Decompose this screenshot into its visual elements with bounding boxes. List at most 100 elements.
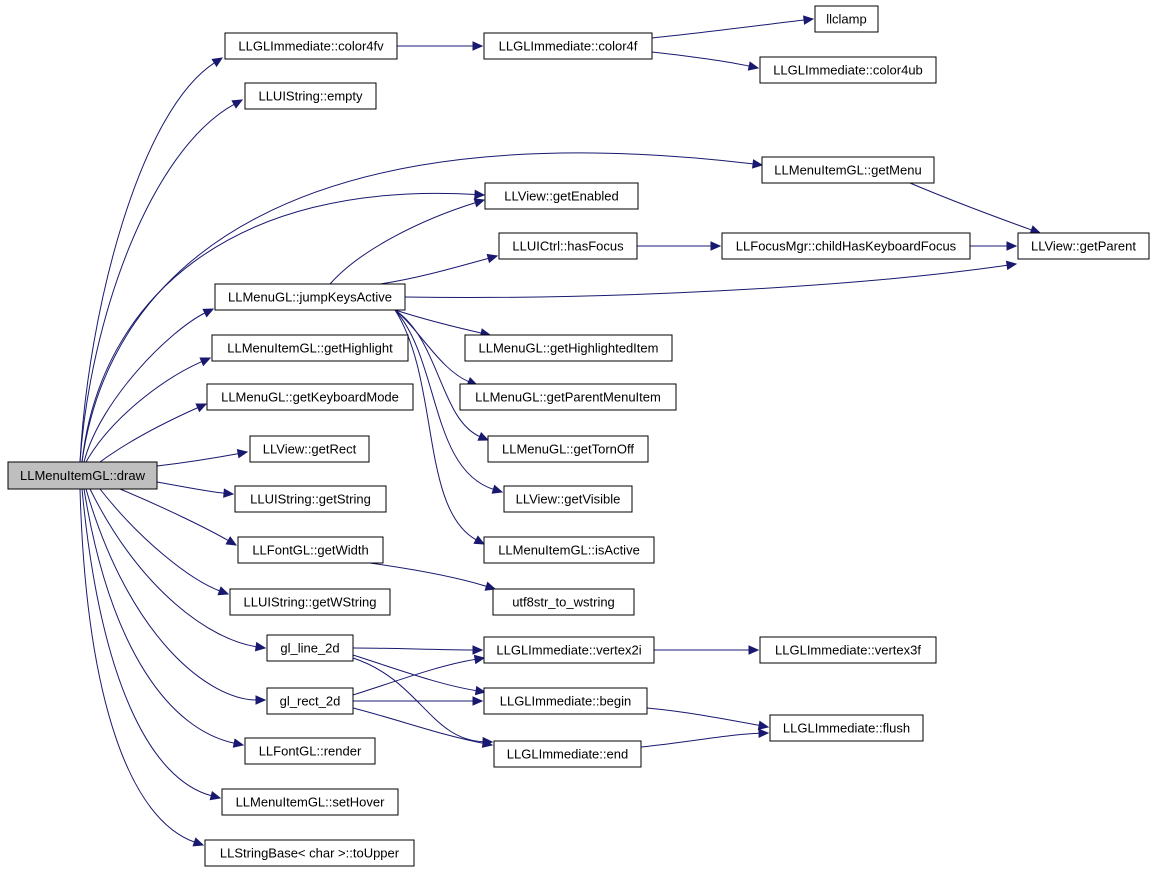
node-getHighlight[interactable]: LLMenuItemGL::getHighlight — [211, 334, 409, 362]
edge-line — [83, 488, 236, 744]
node-box — [211, 334, 409, 362]
node-box — [483, 636, 655, 664]
edge-line — [79, 103, 236, 463]
edge-draw-to-gl_line_2d — [89, 488, 267, 652]
edge-line — [81, 488, 213, 797]
node-box — [759, 636, 937, 664]
node-box — [7, 461, 158, 490]
edge-gl_line_2d-to-begin — [352, 654, 487, 696]
edge-arrowhead — [477, 431, 490, 441]
node-getWidth[interactable]: LLFontGL::getWidth — [237, 536, 384, 564]
node-gl_line_2d[interactable]: gl_line_2d — [266, 634, 354, 662]
node-box — [814, 5, 879, 33]
node-label: LLMenuItemGL::isActive — [498, 542, 640, 557]
edge-arrowhead — [472, 645, 484, 655]
edge-arrowhead — [192, 837, 205, 847]
node-vertex2i[interactable]: LLGLImmediate::vertex2i — [483, 636, 655, 664]
node-empty[interactable]: LLUIString::empty — [244, 82, 377, 110]
node-toUpper[interactable]: LLStringBase< char >::toUpper — [204, 839, 415, 867]
node-render[interactable]: LLFontGL::render — [244, 737, 376, 765]
node-isActive[interactable]: LLMenuItemGL::isActive — [483, 536, 655, 564]
edge-arrowhead — [1006, 241, 1018, 251]
edge-draw-to-getWString — [99, 488, 230, 596]
node-box — [493, 740, 642, 768]
edge-jumpKeysActive-to-isActive — [394, 309, 486, 545]
node-getEnabled[interactable]: LLView::getEnabled — [484, 182, 639, 210]
edge-line — [379, 257, 490, 285]
node-draw: LLMenuItemGL::draw — [7, 461, 158, 490]
node-getMenu[interactable]: LLMenuItemGL::getMenu — [761, 156, 935, 184]
node-label: LLMenuGL::jumpKeysActive — [228, 289, 392, 304]
node-box — [487, 435, 649, 463]
edge-line — [89, 488, 258, 648]
edge-draw-to-color4fv — [79, 57, 224, 463]
edge-jumpKeysActive-to-getParent — [404, 260, 1018, 298]
node-label: LLGLImmediate::color4ub — [773, 62, 923, 77]
edge-draw-to-render — [83, 488, 245, 748]
node-label: LLMenuGL::getKeyboardMode — [221, 389, 399, 404]
edge-line — [394, 309, 495, 491]
node-label: LLGLImmediate::vertex2i — [496, 642, 641, 657]
node-childHasKeyboardFocus[interactable]: LLFocusMgr::childHasKeyboardFocus — [721, 232, 971, 260]
edge-arrowhead — [472, 41, 484, 51]
edge-draw-to-jumpKeysActive — [83, 308, 215, 463]
node-label: LLGLImmediate::color4f — [499, 38, 638, 53]
node-box — [769, 714, 924, 742]
edge-line — [651, 51, 751, 67]
edge-arrowhead — [223, 488, 235, 498]
edge-color4fv-to-color4f — [397, 41, 484, 51]
edge-arrowhead — [486, 253, 499, 264]
node-getKeyboardMode[interactable]: LLMenuGL::getKeyboardMode — [206, 383, 414, 411]
node-color4ub[interactable]: LLGLImmediate::color4ub — [759, 56, 937, 84]
edge-color4f-to-color4ub — [651, 51, 760, 71]
edge-gl_rect_2d-to-begin — [353, 696, 484, 706]
node-label: LLGLImmediate::begin — [500, 693, 632, 708]
edge-line — [79, 488, 196, 843]
node-box — [464, 334, 673, 362]
node-getString[interactable]: LLUIString::getString — [234, 485, 387, 513]
edge-arrowhead — [484, 581, 497, 591]
node-label: LLMenuGL::getTornOff — [502, 441, 634, 456]
edge-line — [79, 61, 216, 463]
node-llclamp[interactable]: llclamp — [814, 5, 879, 33]
edge-line — [369, 562, 488, 588]
node-jumpKeysActive[interactable]: LLMenuGL::jumpKeysActive — [214, 283, 406, 311]
node-getParentMenuItem[interactable]: LLMenuGL::getParentMenuItem — [459, 383, 677, 411]
edge-line — [156, 452, 240, 467]
node-label: LLMenuGL::getHighlightedItem — [479, 340, 659, 355]
node-label: LLGLImmediate::vertex3f — [775, 642, 921, 657]
node-color4f[interactable]: LLGLImmediate::color4f — [483, 32, 653, 60]
node-end[interactable]: LLGLImmediate::end — [493, 740, 642, 768]
edge-arrowhead — [748, 645, 760, 655]
edge-arrowhead — [481, 738, 494, 748]
edge-arrowhead — [231, 99, 244, 109]
node-flush[interactable]: LLGLImmediate::flush — [769, 714, 924, 742]
edge-draw-to-setHover — [81, 488, 222, 801]
node-box — [237, 536, 384, 564]
node-vertex3f[interactable]: LLGLImmediate::vertex3f — [759, 636, 937, 664]
edge-color4f-to-llclamp — [651, 15, 815, 39]
node-getHighlightedItem[interactable]: LLMenuGL::getHighlightedItem — [464, 334, 673, 362]
node-getWString[interactable]: LLUIString::getWString — [229, 588, 391, 616]
node-box — [266, 634, 354, 662]
node-setHover[interactable]: LLMenuItemGL::setHover — [221, 788, 399, 816]
edge-line — [99, 406, 199, 463]
edge-arrowhead — [236, 449, 249, 459]
node-hasFocus[interactable]: LLUICtrl::hasFocus — [498, 232, 638, 260]
node-box — [492, 588, 635, 616]
edge-gl_line_2d-to-vertex2i — [352, 645, 484, 655]
node-utf8str_to_wstring[interactable]: utf8str_to_wstring — [492, 588, 635, 616]
node-getRect[interactable]: LLView::getRect — [249, 435, 370, 463]
edge-begin-to-flush — [646, 707, 770, 730]
node-gl_rect_2d[interactable]: gl_rect_2d — [266, 687, 354, 715]
node-box — [503, 485, 633, 513]
node-label: LLUIString::getString — [250, 491, 371, 506]
node-color4fv[interactable]: LLGLImmediate::color4fv — [224, 32, 398, 60]
node-box — [206, 383, 414, 411]
node-getTornOff[interactable]: LLMenuGL::getTornOff — [487, 435, 649, 463]
edge-arrowhead — [254, 641, 267, 652]
node-label: LLMenuItemGL::getHighlight — [227, 340, 393, 355]
node-begin[interactable]: LLGLImmediate::begin — [483, 687, 648, 715]
node-getVisible[interactable]: LLView::getVisible — [503, 485, 633, 513]
node-getParent[interactable]: LLView::getParent — [1017, 232, 1150, 260]
